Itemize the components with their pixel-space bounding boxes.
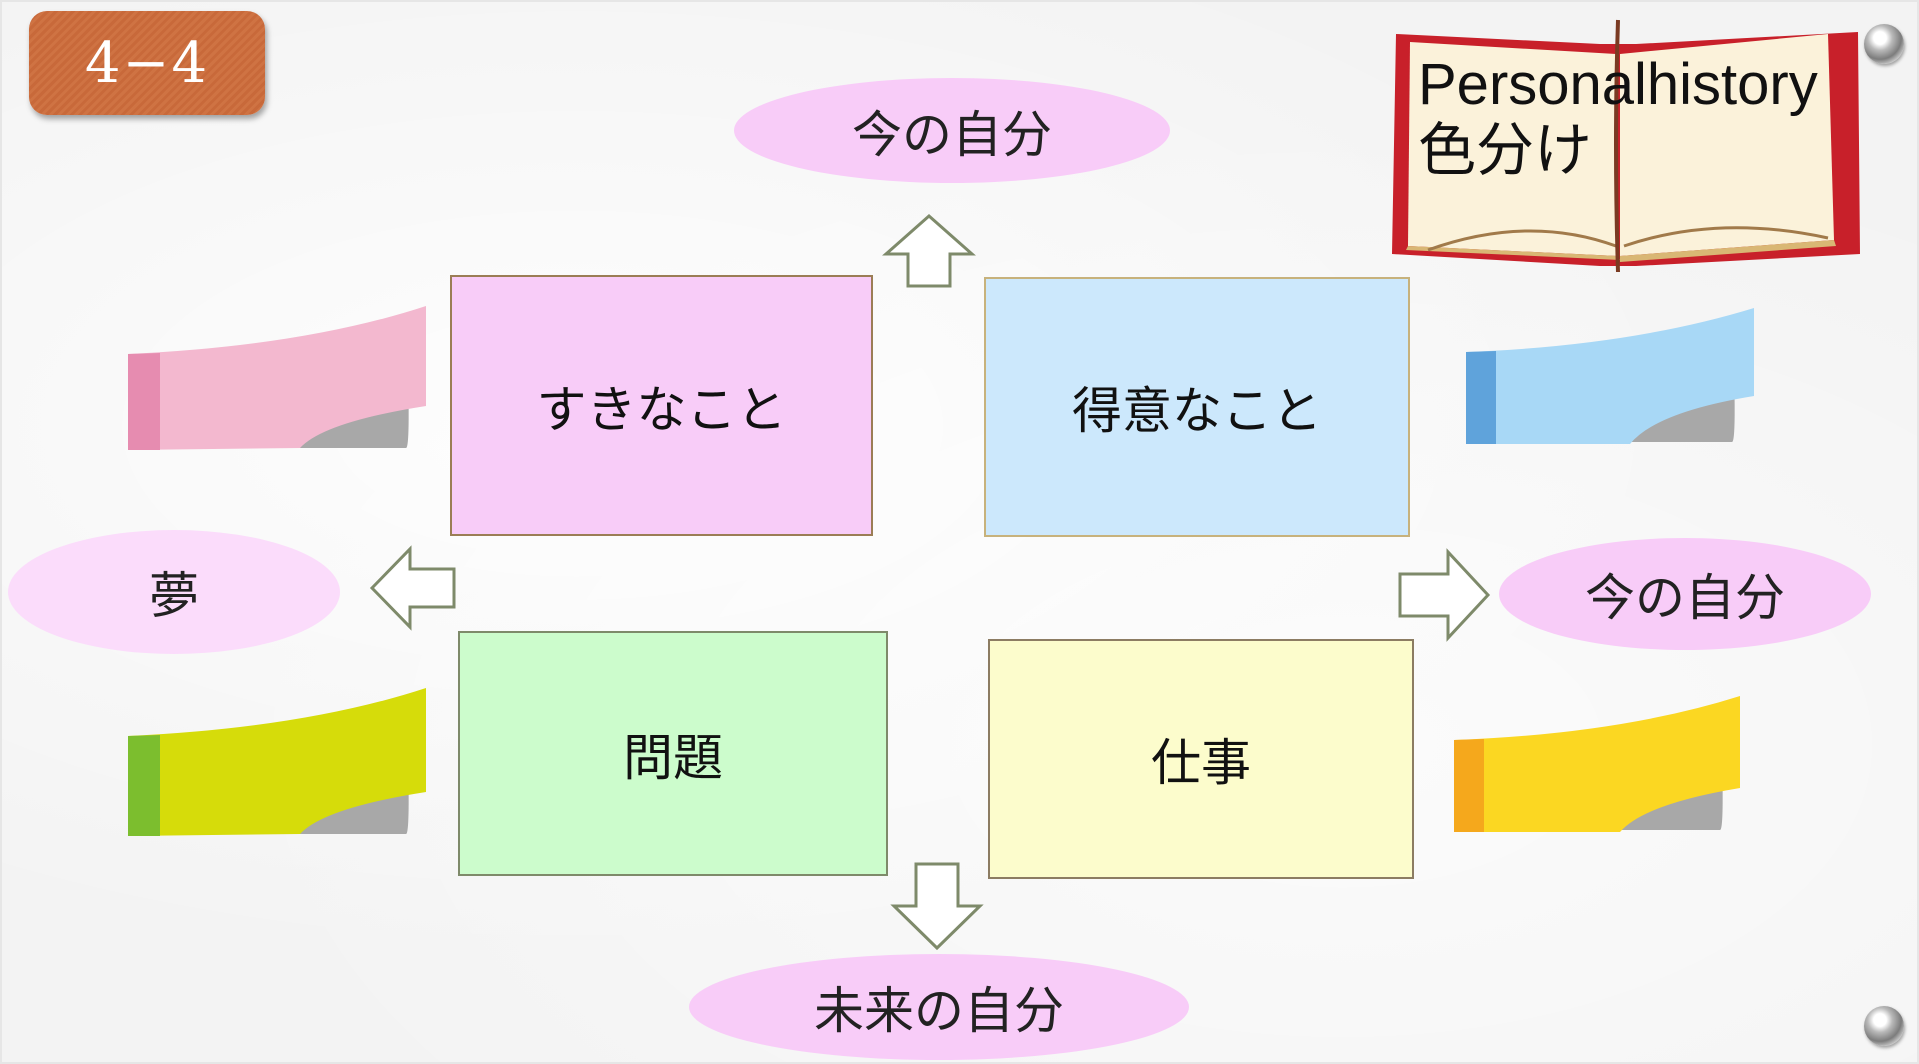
box-work: 仕事 bbox=[988, 639, 1414, 879]
book-title-text: Personalhistory bbox=[1418, 52, 1818, 117]
book-subtitle-text: 色分け bbox=[1418, 118, 1593, 183]
pin-icon bbox=[1864, 24, 1904, 64]
pin-icon bbox=[1864, 1006, 1904, 1046]
sticky-tab-yellow bbox=[1454, 696, 1740, 832]
slide-number-badge: 4−4 bbox=[29, 11, 265, 115]
book-icon bbox=[1392, 19, 1860, 273]
label-text: 夢 bbox=[149, 567, 199, 625]
label-left-dream: 夢 bbox=[8, 530, 340, 654]
book-illustration: Personalhistory 色分け bbox=[1388, 14, 1863, 274]
box-label: 得意なこと bbox=[1072, 382, 1322, 440]
sticky-tab-blue bbox=[1466, 308, 1754, 444]
label-text: 今の自分 bbox=[852, 105, 1052, 164]
box-label: 問題 bbox=[623, 728, 723, 787]
label-bottom-future-self: 未来の自分 bbox=[689, 954, 1189, 1060]
arrow-down-icon bbox=[890, 862, 984, 951]
arrow-left-icon bbox=[369, 545, 456, 631]
book-title: Personalhistory 色分け bbox=[1418, 52, 1848, 184]
box-label: 仕事 bbox=[1151, 734, 1251, 792]
arrow-right-icon bbox=[1398, 548, 1491, 642]
box-likes: すきなこと bbox=[450, 275, 873, 536]
sticky-tab-green bbox=[128, 688, 426, 836]
box-problems: 問題 bbox=[458, 631, 888, 876]
label-text: 今の自分 bbox=[1585, 569, 1785, 627]
box-strengths: 得意なこと bbox=[984, 277, 1410, 537]
label-text: 未来の自分 bbox=[814, 982, 1064, 1040]
arrow-up-icon bbox=[882, 213, 976, 288]
label-top-current-self: 今の自分 bbox=[734, 78, 1170, 183]
box-label: すきなこと bbox=[536, 380, 787, 439]
slide-number: 4−4 bbox=[84, 30, 210, 96]
sticky-tab-pink bbox=[128, 306, 426, 450]
label-right-current-self: 今の自分 bbox=[1499, 538, 1871, 650]
